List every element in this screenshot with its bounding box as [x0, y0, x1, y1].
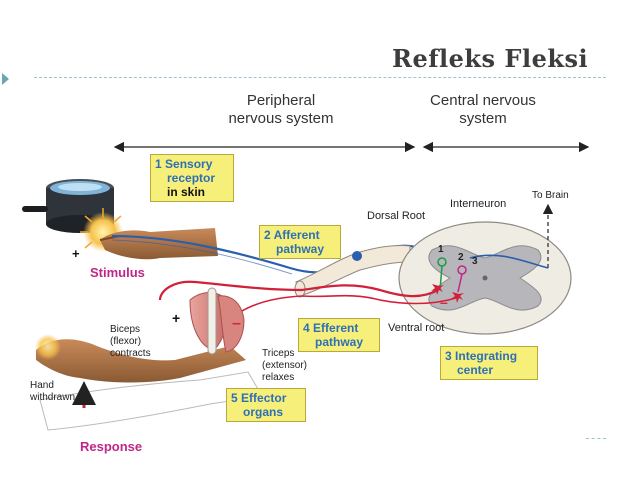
hot-pot [22, 179, 114, 233]
stimulus-plus-sign: + [72, 246, 80, 261]
triceps-minus-sign: – [232, 315, 241, 332]
effector-organs-box: 5 Effector organs [226, 388, 306, 422]
step-2-line-2: pathway [276, 242, 325, 256]
humerus-bone [207, 287, 217, 355]
biceps-label: Biceps (flexor) contracts [110, 324, 151, 360]
triceps-label: Triceps (extensor) relaxes [262, 348, 307, 384]
ventral-root-label: Ventral root [388, 322, 445, 334]
hand-line-1: Hand [30, 380, 54, 391]
step-1-line-2: receptor [167, 171, 216, 185]
triceps-line-3: relaxes [262, 372, 295, 383]
integrating-center-box: 3 Integrating center [440, 346, 538, 380]
step-5-line-1: Effector [241, 391, 287, 405]
step-1-line-3: in skin [167, 185, 206, 199]
pns-label: Peripheral nervous system [228, 92, 334, 127]
biceps-line-2: (flexor) [110, 336, 142, 347]
sensory-receptor-box: 1 Sensory receptor in skin [150, 154, 234, 202]
cns-label: Central nervous system [430, 92, 536, 127]
slide-title: Refleks Fleksi [392, 44, 589, 73]
step-1-number: 1 [155, 157, 162, 171]
to-brain-label: To Brain [532, 190, 569, 201]
biceps-line-1: Biceps [110, 324, 141, 335]
dorsal-root-label: Dorsal Root [367, 210, 426, 222]
step-5-number: 5 [231, 391, 238, 405]
spinal-cord [398, 221, 572, 335]
synapse-2-label: 2 [458, 252, 464, 263]
step-3-number: 3 [445, 349, 452, 363]
step-3-line-2: center [457, 363, 494, 377]
triceps-muscle [217, 295, 245, 353]
step-5-line-2: organs [243, 405, 284, 419]
hand-withdrawn-label: Hand withdrawn [30, 380, 75, 404]
bullet-marker [2, 73, 9, 85]
step-1-line-1: Sensory [165, 157, 213, 171]
step-4-line-1: Efferent [313, 321, 359, 335]
efferent-nerve [158, 280, 457, 321]
to-brain-arrow [469, 203, 554, 269]
title-divider [34, 77, 606, 78]
interneuron-magenta [457, 265, 467, 293]
footer-divider [586, 438, 606, 439]
step-4-line-2: pathway [315, 335, 364, 349]
synapse-3-label: 3 [472, 256, 478, 267]
step-4-number: 4 [303, 321, 310, 335]
hand-line-2: withdrawn [30, 392, 76, 403]
triceps-line-1: Triceps [262, 348, 295, 359]
afferent-pathway-box: 2 Afferent pathway [259, 225, 341, 259]
step-3-line-1: Integrating [455, 349, 518, 363]
synapse-1-label: 1 [438, 244, 444, 255]
step-2-line-1: Afferent [273, 228, 320, 242]
response-arm [35, 334, 246, 383]
inhibitory-minus-sign: – [440, 294, 448, 310]
efferent-pathway-box: 4 Efferent pathway [298, 318, 380, 352]
step-2-number: 2 [264, 228, 271, 242]
interneuron-label: Interneuron [450, 198, 507, 210]
response-label: Response [80, 439, 143, 454]
biceps-line-3: contracts [110, 348, 151, 359]
biceps-plus-sign: + [172, 310, 181, 326]
stimulus-label: Stimulus [90, 265, 145, 280]
triceps-line-2: (extensor) [262, 360, 308, 371]
